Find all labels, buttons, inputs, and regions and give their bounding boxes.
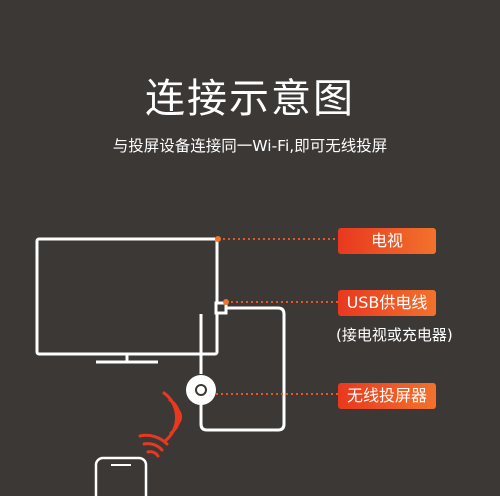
page-title: 连接示意图 — [145, 76, 355, 122]
wifi-signal-icon — [162, 391, 183, 443]
usb-port-plug — [214, 301, 228, 315]
cast-dongle-icon — [186, 375, 216, 405]
tv-screen — [35, 237, 219, 356]
usb-cable-note: (接电视或充电器) — [336, 326, 453, 344]
dotted-connectors — [216, 238, 338, 395]
tv-illustration — [35, 237, 219, 364]
cast-dongle-label: 无线投屏器 — [338, 383, 436, 409]
usb-cable-label: USB供电线 — [338, 290, 436, 316]
phone-signal-icon — [138, 433, 169, 458]
smartphone-icon — [94, 456, 148, 496]
usb-cable — [199, 301, 286, 432]
page-subtitle: 与投屏设备连接同一Wi-Fi,即可无线投屏 — [112, 137, 388, 155]
tv-label: 电视 — [338, 228, 436, 254]
usb-cable-path — [199, 306, 286, 432]
connector-dot-usb — [223, 299, 229, 305]
connector-dot-tv — [215, 236, 221, 242]
